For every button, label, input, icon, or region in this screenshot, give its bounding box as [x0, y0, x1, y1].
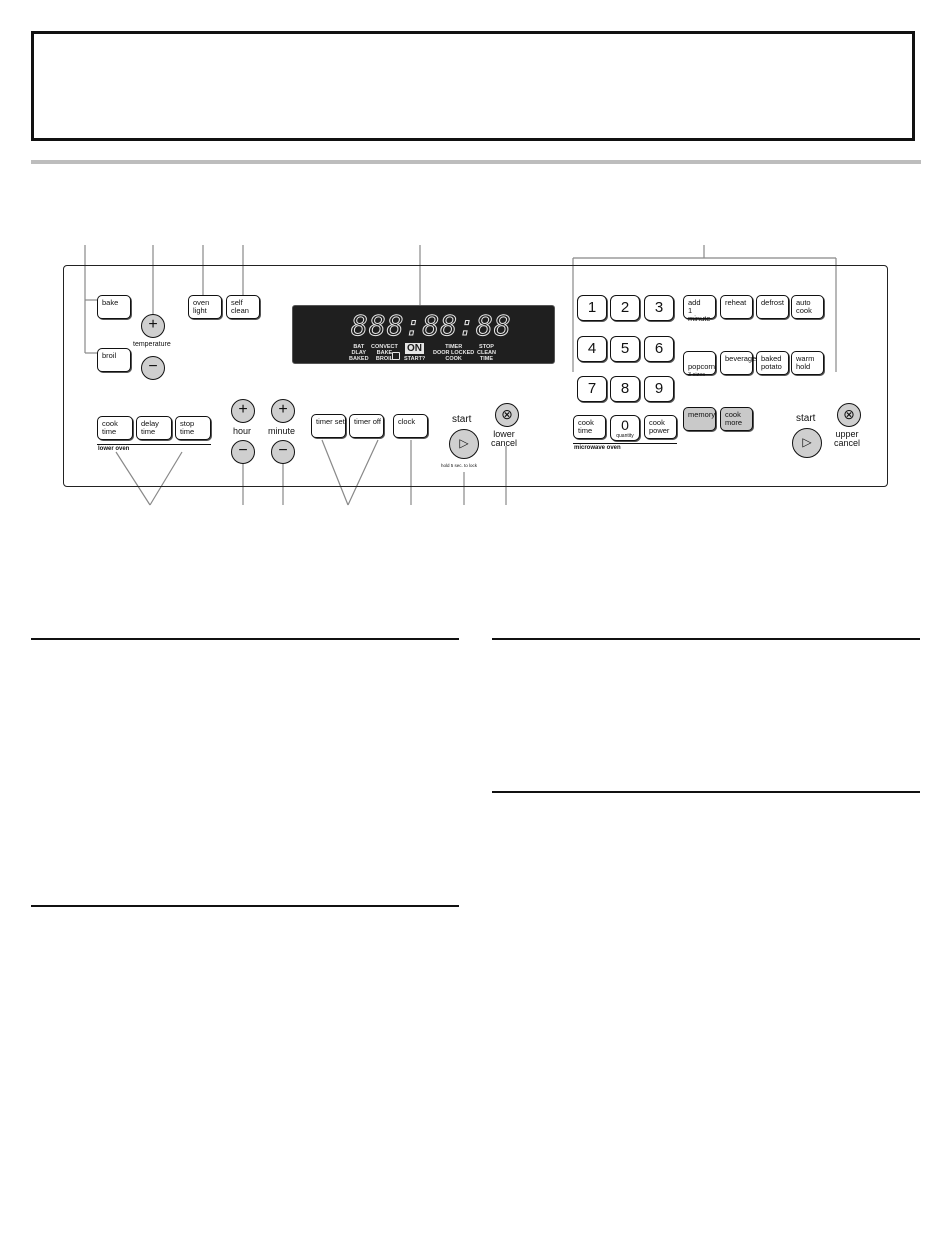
reheat-button[interactable]: reheat: [720, 295, 753, 319]
key-1[interactable]: 1: [577, 295, 607, 321]
broil-button[interactable]: broil: [97, 348, 131, 372]
section-rule-left-top: [31, 638, 459, 640]
plus-icon: +: [278, 401, 288, 418]
hold-lock-label: hold 5 sec. to lock: [441, 463, 478, 468]
lower-oven-underline: [97, 444, 211, 445]
callout-timer: [321, 439, 349, 506]
auto-cook-button[interactable]: auto cook: [791, 295, 824, 319]
cancel-icon: ⊗: [843, 406, 855, 422]
defrost-button[interactable]: defrost: [756, 295, 789, 319]
top-rule: [31, 160, 921, 164]
cook-more-button[interactable]: cook more: [720, 407, 753, 431]
display-words-door: TIMER DOOR LOCKED COOK: [433, 344, 475, 362]
upper-start-label: start: [796, 413, 816, 424]
display-digits: 888:88:88: [351, 309, 512, 343]
memory-button[interactable]: memory: [683, 407, 716, 431]
display-panel: 888:88:88 BAT DLAY BAKED CONVECT BAKE BR…: [292, 305, 555, 364]
popcorn-label: popcorn: [688, 362, 716, 371]
beverage-button[interactable]: beverage: [720, 351, 756, 375]
cook-time-button[interactable]: cook time: [97, 416, 133, 440]
popcorn-sizes-label: 3 sizes: [688, 372, 706, 378]
lower-cancel-label: lower cancel: [491, 429, 518, 448]
timer-off-button[interactable]: timer off: [349, 414, 384, 438]
lower-start-label: start: [452, 414, 472, 425]
key-9[interactable]: 9: [644, 376, 674, 402]
temperature-down-button[interactable]: −: [141, 356, 165, 380]
display-words-left: BAT DLAY BAKED: [349, 344, 369, 362]
callout-cook-time: [115, 451, 151, 506]
minus-icon: −: [238, 442, 248, 459]
baked-potato-button[interactable]: baked potato: [756, 351, 789, 375]
hour-up-button[interactable]: +: [231, 399, 255, 423]
key-5[interactable]: 5: [610, 336, 640, 362]
clock-button[interactable]: clock: [393, 414, 428, 438]
microwave-underline: [573, 443, 677, 444]
cancel-icon: ⊗: [501, 406, 513, 422]
minus-icon: −: [148, 358, 158, 375]
display-on: ON: [405, 343, 424, 354]
section-rule-right-top: [492, 638, 920, 640]
minute-down-button[interactable]: −: [271, 440, 295, 464]
minute-label: minute: [268, 426, 296, 436]
delay-time-button[interactable]: delay time: [136, 416, 172, 440]
display-start-q: START?: [404, 356, 426, 362]
display-words-convect: CONVECT BAKE BROIL: [371, 344, 398, 362]
key-4[interactable]: 4: [577, 336, 607, 362]
stop-time-button[interactable]: stop time: [175, 416, 211, 440]
self-clean-button[interactable]: self clean: [226, 295, 260, 319]
microwave-oven-label: microwave oven: [574, 445, 621, 451]
mw-cook-time-button[interactable]: cook time: [573, 415, 606, 439]
bake-button[interactable]: bake: [97, 295, 131, 319]
key-7[interactable]: 7: [577, 376, 607, 402]
warm-hold-button[interactable]: warm hold: [791, 351, 824, 375]
section-rule-right-middle: [492, 791, 920, 793]
control-panel: [63, 265, 888, 487]
section-rule-left-bottom: [31, 905, 459, 907]
hour-label: hour: [233, 426, 252, 436]
temperature-up-button[interactable]: +: [141, 314, 165, 338]
key-0[interactable]: 0 quantity: [610, 415, 640, 441]
hour-down-button[interactable]: −: [231, 440, 255, 464]
add-minute-button[interactable]: add 1 minute: [683, 295, 716, 323]
key-3[interactable]: 3: [644, 295, 674, 321]
lock-icon: [392, 352, 400, 360]
play-icon: ▷: [802, 435, 812, 449]
key-8[interactable]: 8: [610, 376, 640, 402]
plus-icon: +: [238, 401, 248, 418]
lower-oven-label: lower oven: [98, 446, 130, 452]
lower-cancel-button[interactable]: ⊗: [495, 403, 519, 427]
quantity-label: quantity: [616, 433, 634, 439]
popcorn-button[interactable]: popcorn 3 sizes: [683, 351, 716, 378]
key-2[interactable]: 2: [610, 295, 640, 321]
play-icon: ▷: [459, 436, 469, 450]
title-box: [31, 31, 915, 141]
callout-lines: [84, 245, 837, 506]
upper-cancel-label: upper cancel: [834, 429, 861, 448]
upper-cancel-button[interactable]: ⊗: [837, 403, 861, 427]
temperature-label: temperature: [133, 341, 171, 348]
oven-light-button[interactable]: oven light: [188, 295, 222, 319]
upper-start-button[interactable]: ▷: [792, 428, 822, 458]
cook-power-button[interactable]: cook power: [644, 415, 677, 439]
timer-set-button[interactable]: timer set: [311, 414, 346, 438]
key-0-digit: 0: [621, 417, 629, 433]
key-6[interactable]: 6: [644, 336, 674, 362]
minus-icon: −: [278, 442, 288, 459]
plus-icon: +: [148, 316, 158, 333]
display-words-stop: STOP CLEAN TIME: [477, 344, 496, 362]
minute-up-button[interactable]: +: [271, 399, 295, 423]
lower-start-button[interactable]: ▷: [449, 429, 479, 459]
